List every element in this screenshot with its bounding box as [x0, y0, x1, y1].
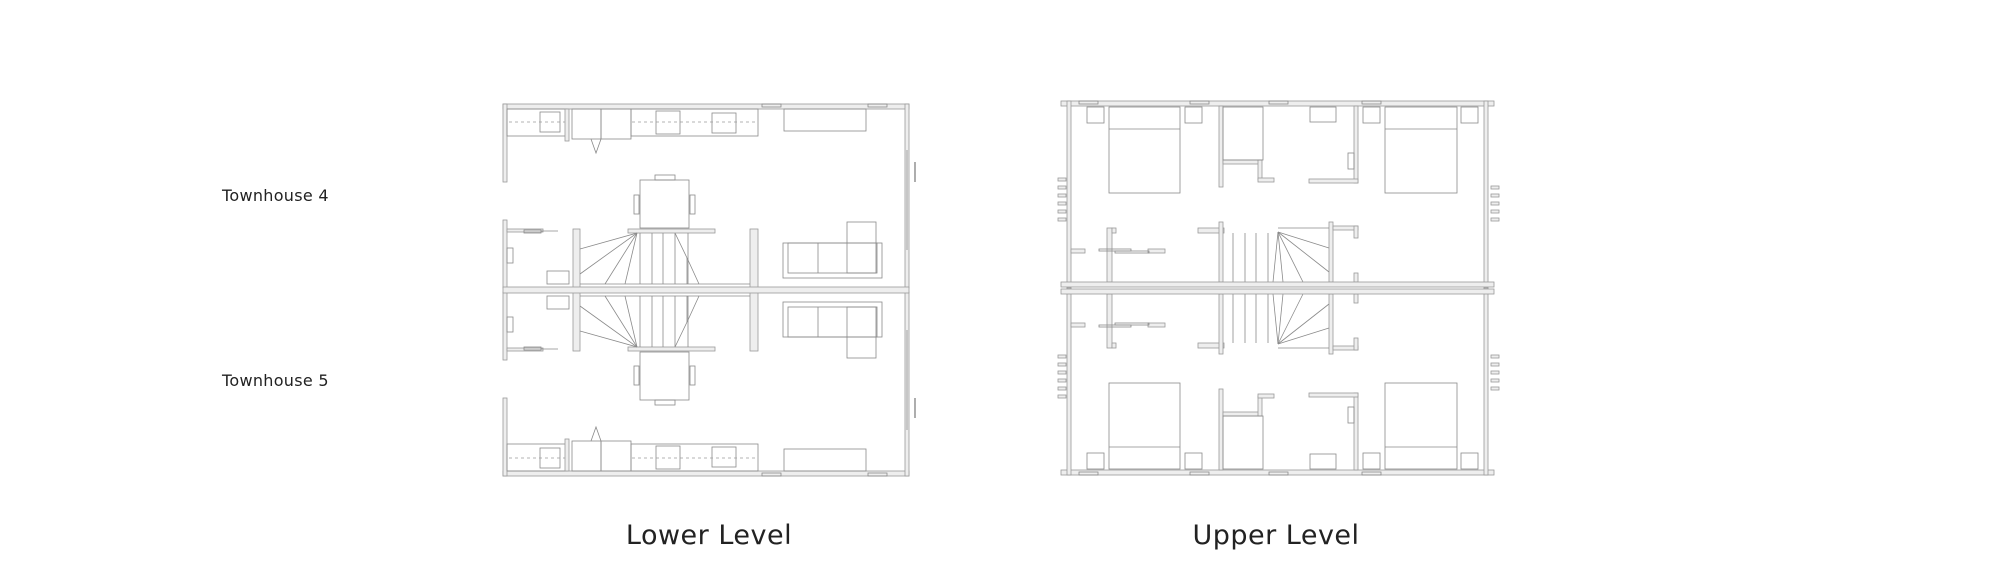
townhouse-5-label: Townhouse 5 [222, 371, 329, 390]
upper-level-townhouse-5 [1057, 287, 1500, 476]
townhouse-4-label: Townhouse 4 [222, 186, 329, 205]
lower-level-plan [502, 103, 916, 477]
upper-level-townhouse-4 [1057, 100, 1500, 289]
party-wall [502, 286, 910, 294]
lower-level-townhouse-4 [502, 103, 910, 289]
lower-level-townhouse-5 [502, 291, 910, 477]
lower-level-title: Lower Level [625, 520, 793, 551]
upper-level-plan [1057, 100, 1500, 476]
party-wall [1060, 281, 1495, 288]
party-wall [1060, 288, 1495, 295]
upper-level-title: Upper Level [1192, 520, 1360, 551]
